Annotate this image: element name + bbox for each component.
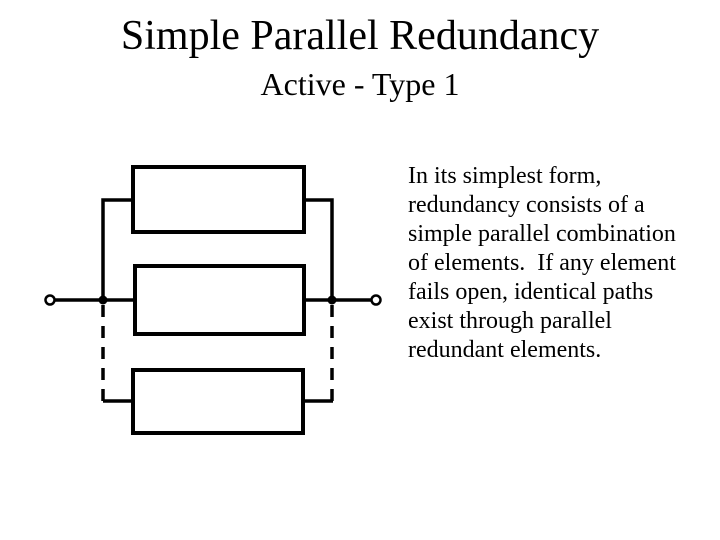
input-terminal-icon <box>44 294 56 306</box>
body-text-line: redundancy consists of a <box>408 192 645 218</box>
element-box-top <box>131 165 306 234</box>
element-box-bottom <box>131 368 305 435</box>
body-text-line: fails open, identical paths <box>408 279 654 305</box>
body-text-line: simple parallel combination <box>408 221 676 247</box>
slide-subtitle: Active - Type 1 <box>260 66 460 102</box>
left-junction-node <box>98 295 108 305</box>
top-branch-left-connector <box>101 198 133 300</box>
body-text-line: of elements. If any element <box>408 250 676 276</box>
slide-title: Simple Parallel Redundancy <box>120 13 600 59</box>
element-box-middle <box>133 264 306 336</box>
right-junction-node <box>327 295 337 305</box>
body-text-line: In its simplest form, <box>408 163 602 189</box>
body-text-block: In its simplest form, redundancy consist… <box>408 162 698 365</box>
body-text-line: redundant elements. <box>408 337 602 363</box>
top-branch-right-connector <box>304 198 334 300</box>
body-text-line: exist through parallel <box>408 308 612 334</box>
output-terminal-icon <box>370 294 382 306</box>
